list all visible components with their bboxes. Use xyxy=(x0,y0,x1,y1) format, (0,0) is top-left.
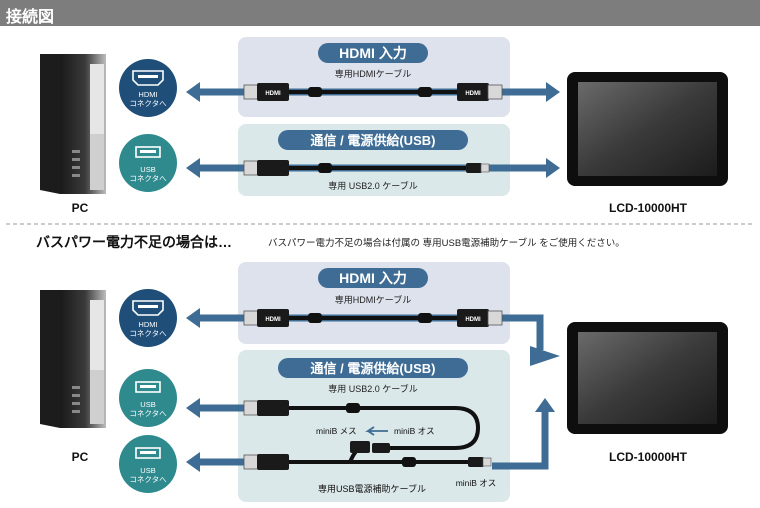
minib-male-label-2: miniB オス xyxy=(456,478,497,488)
note-heading: バスパワー電力不足の場合は… xyxy=(36,234,232,250)
svg-text:HDMI: HDMI xyxy=(465,317,481,323)
hdmi-title-top: HDMI 入力 xyxy=(339,45,407,61)
usb-arrow-bottom-1 xyxy=(186,398,246,418)
svg-text:HDMI: HDMI xyxy=(465,91,481,97)
svg-text:コネクタへ: コネクタへ xyxy=(129,329,167,338)
aux-power-cable xyxy=(243,441,492,470)
svg-text:USB: USB xyxy=(140,165,155,174)
minib-male-label: miniB オス xyxy=(394,426,435,436)
usb-cable-top xyxy=(243,160,490,176)
svg-text:USB: USB xyxy=(140,466,155,475)
usb-port-icon-top: USB コネクタへ xyxy=(119,134,177,192)
hdmi-title-pill-top xyxy=(318,43,428,63)
hdmi-port-icon-bottom: HDMI コネクタへ xyxy=(119,289,177,347)
pc-label-top: PC xyxy=(72,201,89,215)
section-title: 接続図 xyxy=(6,9,55,26)
svg-text:USB: USB xyxy=(140,400,155,409)
svg-text:コネクタへ: コネクタへ xyxy=(129,174,167,183)
minib-female-label: miniB メス xyxy=(316,426,357,436)
usb-title-top: 通信 / 電源供給(USB) xyxy=(311,133,436,148)
pc-label-bottom: PC xyxy=(72,450,89,464)
section-header: 接続図 xyxy=(0,0,760,26)
usb-port-icon-bottom-1: USB コネクタへ xyxy=(119,369,177,427)
hdmi-title-pill-bottom xyxy=(318,268,428,288)
monitor-label-bottom: LCD-10000HT xyxy=(609,450,688,464)
hdmi-panel-bottom xyxy=(238,262,510,344)
usb-cable-bottom xyxy=(243,400,481,453)
usb-arrow-bottom-monitor xyxy=(492,398,555,470)
usb-cable-label-top: 専用 USB2.0 ケーブル xyxy=(328,180,417,191)
usb-port-icon-bottom-2: USB コネクタへ xyxy=(119,435,177,493)
usb-arrow-bottom-2 xyxy=(186,452,246,472)
hdmi-panel-top xyxy=(238,37,510,117)
note-text: バスパワー電力不足の場合は付属の 専用USB電源補助ケーブル をご使用ください。 xyxy=(268,237,625,249)
pc-tower-top xyxy=(40,54,106,194)
hdmi-cable-bottom: HDMI HDMI xyxy=(243,309,503,327)
usb-title-pill-bottom xyxy=(278,358,468,378)
svg-text:HDMI: HDMI xyxy=(265,317,281,323)
hdmi-title-bottom: HDMI 入力 xyxy=(339,270,407,286)
monitor-label-top: LCD-10000HT xyxy=(609,201,688,215)
svg-text:コネクタへ: コネクタへ xyxy=(129,475,167,484)
aux-cable-label: 専用USB電源補助ケーブル xyxy=(318,483,426,494)
hdmi-port-icon-top: HDMI コネクタへ xyxy=(119,59,177,117)
svg-text:HDMI: HDMI xyxy=(138,320,157,329)
pc-tower-bottom xyxy=(40,290,106,428)
minib-arrow xyxy=(365,426,388,436)
hdmi-cable-label-bottom: 専用HDMIケーブル xyxy=(335,294,411,305)
svg-text:コネクタへ: コネクタへ xyxy=(129,99,167,108)
svg-text:HDMI: HDMI xyxy=(265,91,281,97)
usb-title-pill-top xyxy=(278,130,468,150)
monitor-bottom xyxy=(567,322,728,434)
usb-title-bottom: 通信 / 電源供給(USB) xyxy=(311,361,436,376)
svg-text:コネクタへ: コネクタへ xyxy=(129,409,167,418)
svg-text:HDMI: HDMI xyxy=(138,90,157,99)
monitor-top xyxy=(567,72,728,186)
hdmi-cable-top: HDMI HDMI xyxy=(243,83,503,101)
usb-cable-label-bottom: 専用 USB2.0 ケーブル xyxy=(328,383,417,394)
hdmi-cable-label-top: 専用HDMIケーブル xyxy=(335,68,411,79)
